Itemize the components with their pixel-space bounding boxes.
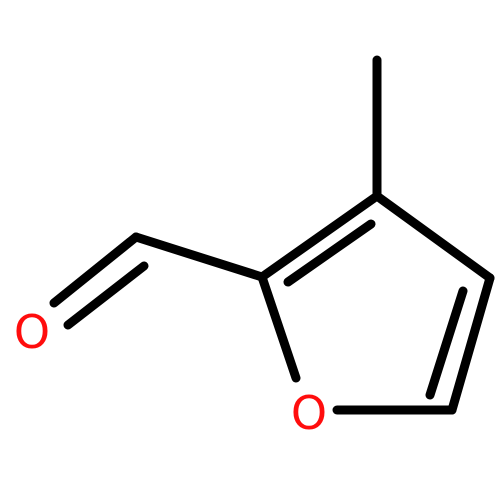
bond-cho-o-inner [63, 261, 149, 330]
bond-c3-c4 [372, 191, 495, 283]
bond-c4-c5 [447, 273, 495, 415]
bond-cho-o-outer [49, 232, 141, 308]
bond-c2-cho [131, 232, 267, 282]
bond-c4-c5-inner [425, 286, 468, 400]
bond-c3-c2-inner [283, 219, 376, 287]
bond-c3-c2 [257, 191, 382, 282]
aldehyde-oxygen-label: O [14, 305, 50, 359]
bond-oring-c2 [257, 272, 301, 383]
ring-oxygen-label: O [291, 386, 327, 440]
